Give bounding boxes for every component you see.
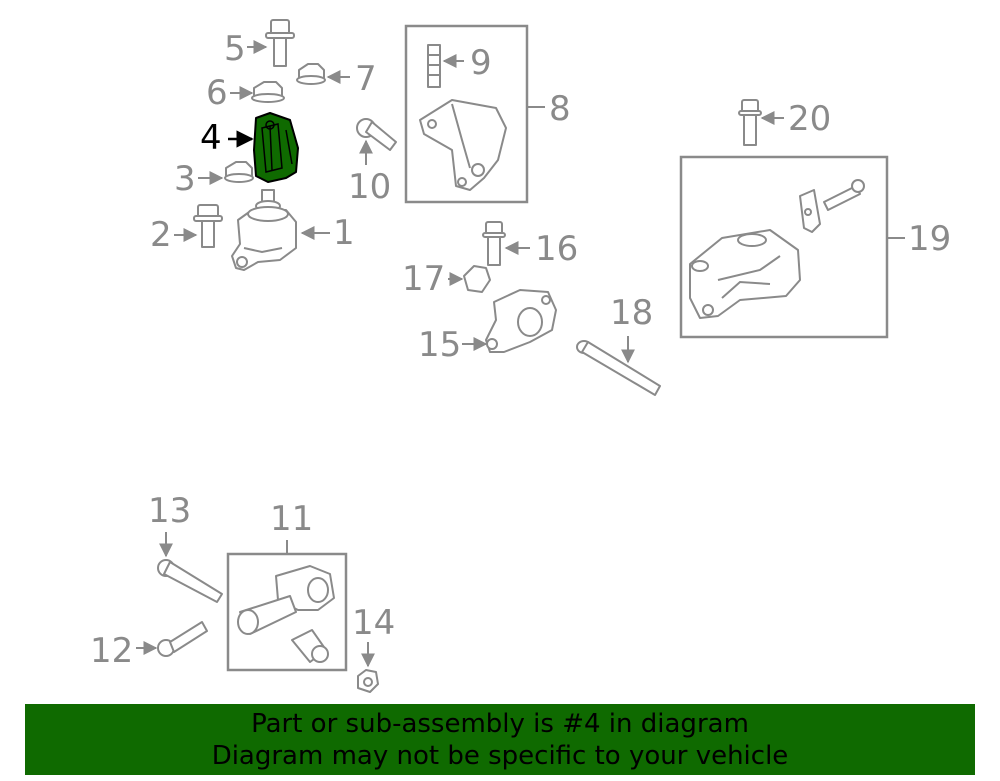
callout-9[interactable]: 9 [470, 43, 492, 83]
part-8-bracket [419, 99, 507, 191]
callout-11[interactable]: 11 [270, 499, 313, 539]
callout-17[interactable]: 17 [402, 259, 445, 299]
part-12-bolt [136, 621, 208, 657]
part-17-nut [448, 265, 491, 293]
part-18-long-bolt [576, 336, 661, 396]
callout-2[interactable]: 2 [150, 215, 172, 255]
part-6-nut [230, 81, 285, 103]
callout-16[interactable]: 16 [535, 229, 578, 269]
callout-20[interactable]: 20 [788, 99, 831, 139]
callout-14[interactable]: 14 [352, 603, 395, 643]
callout-6[interactable]: 6 [206, 73, 228, 113]
callout-7[interactable]: 7 [355, 59, 377, 99]
part-15-mount [462, 289, 557, 353]
callout-15[interactable]: 15 [418, 325, 461, 365]
part-16-bolt [482, 221, 530, 266]
callout-8[interactable]: 8 [549, 89, 571, 129]
callout-4[interactable]: 4 [200, 118, 222, 158]
info-banner: Part or sub-assembly is #4 in diagram Di… [25, 704, 975, 775]
part-14-nut [357, 642, 379, 693]
banner-line-2: Diagram may not be specific to your vehi… [211, 741, 789, 771]
callout-19[interactable]: 19 [908, 219, 951, 259]
part-10-bolt [356, 118, 397, 165]
callout-3[interactable]: 3 [174, 159, 196, 199]
part-7-nut [296, 63, 350, 85]
part-13-bolt [157, 532, 223, 603]
callout-13[interactable]: 13 [148, 491, 191, 531]
banner-line-1: Part or sub-assembly is #4 in diagram [251, 709, 749, 739]
part-4-bracket[interactable] [228, 112, 299, 183]
callout-18[interactable]: 18 [610, 293, 653, 333]
part-20-bolt [738, 99, 784, 146]
part-9-stud [427, 44, 464, 88]
callout-12[interactable]: 12 [90, 631, 133, 671]
part-3-nut [198, 161, 254, 185]
callout-5[interactable]: 5 [224, 29, 246, 69]
callout-10[interactable]: 10 [348, 167, 391, 207]
callout-1[interactable]: 1 [333, 213, 355, 253]
part-2-bolt [174, 204, 223, 248]
part-11-torque-rod [237, 565, 335, 663]
part-5-bolt [247, 19, 295, 67]
part-19-assembly [689, 179, 865, 319]
part-1-engine-mount [231, 189, 330, 271]
